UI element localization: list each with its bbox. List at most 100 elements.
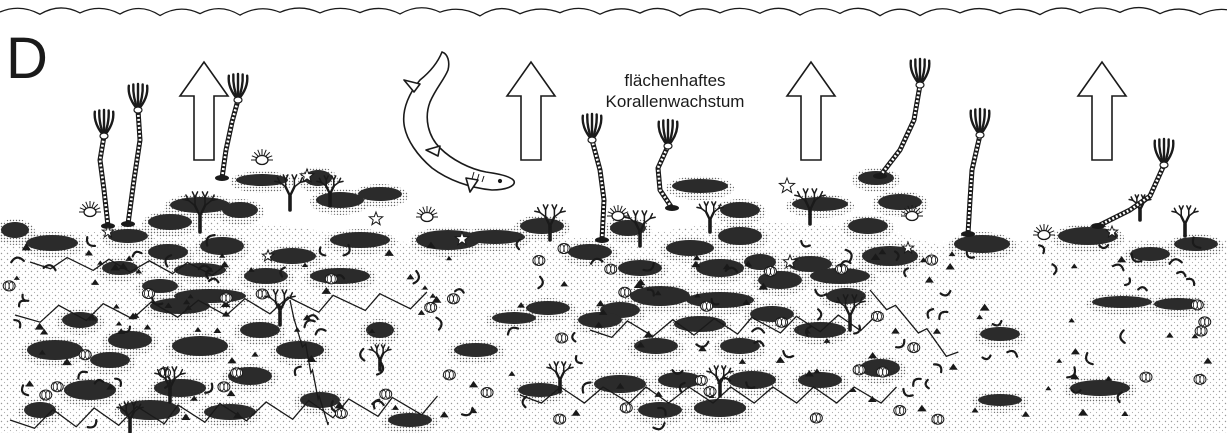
water-surface [0, 8, 1227, 16]
coral-rock [240, 322, 280, 338]
crinoid-stem-outline [658, 146, 672, 208]
debris-crinoid-ossicle [533, 256, 545, 266]
crinoid-calyx [588, 137, 596, 143]
crinoid-stem [880, 85, 920, 176]
crinoid-holdfast [873, 173, 887, 179]
debris-crinoid-ossicle [380, 389, 392, 399]
coral-rock [108, 331, 152, 349]
crinoid [658, 120, 679, 211]
coral-rock [638, 402, 682, 418]
coral-branch [290, 187, 294, 196]
debris-crinoid-ossicle [558, 244, 570, 254]
crinoid [961, 109, 989, 237]
coral-branch [714, 202, 716, 206]
urchin-spine [423, 207, 425, 213]
debris-crinoid-ossicle [619, 287, 631, 297]
urchin-spine [86, 202, 88, 208]
urchin-spine [614, 206, 616, 212]
sea-urchin [416, 206, 438, 222]
starfish [369, 212, 382, 225]
debris-crinoid-ossicle [325, 274, 337, 284]
debris-crinoid-ossicle [1191, 300, 1203, 310]
crinoid-holdfast [215, 175, 229, 181]
coral-rock [108, 229, 148, 243]
coral-rock [358, 187, 402, 201]
coral-branch [139, 407, 143, 408]
coral-branch [1194, 211, 1198, 212]
crinoid-crown [911, 59, 930, 88]
coral-rock [792, 197, 848, 211]
crinoid-calyx [664, 143, 672, 149]
urchin-spine [92, 202, 94, 208]
urchin-test [906, 212, 918, 221]
coral-rock [1, 222, 29, 238]
debris-crinoid-ossicle [704, 387, 716, 397]
coral-rock [154, 379, 206, 397]
urchin-spine [431, 209, 435, 213]
urchin-test [256, 156, 268, 165]
crinoid-calyx [234, 97, 242, 103]
coral-rock [236, 174, 288, 186]
coral-rock [794, 322, 846, 338]
coral-rock [316, 192, 364, 208]
growth-arrow [1078, 62, 1126, 160]
urchin-spine [1048, 227, 1052, 231]
crinoid [95, 110, 115, 229]
urchin-spine [258, 150, 260, 156]
debris-crinoid-ossicle [605, 264, 617, 274]
coral-rock [980, 327, 1020, 341]
debris-crinoid-ossicle [620, 403, 632, 413]
coral-branch [554, 212, 560, 217]
coral-branch [294, 182, 300, 187]
crinoid-stem [1098, 165, 1164, 226]
crinoid-holdfast [665, 205, 679, 211]
crinoid-calyx [1160, 162, 1168, 168]
debris-crinoid-ossicle [1140, 372, 1152, 382]
debris-crinoid-ossicle [556, 333, 568, 343]
coral-rock [672, 179, 728, 193]
coral-branch [554, 205, 556, 210]
coral-rock [978, 394, 1022, 406]
urchin-spine [620, 206, 622, 212]
debris-crinoid-ossicle [554, 414, 566, 424]
coral-branch [814, 189, 816, 194]
coral-rock [222, 202, 258, 218]
sea-urchin [251, 149, 273, 165]
debris-crinoid-ossicle [877, 367, 889, 377]
crinoid-holdfast [121, 221, 135, 227]
coral-rock [170, 197, 230, 213]
urchin-spine [1040, 225, 1042, 231]
coral-rock [618, 260, 662, 276]
debris-crinoid-ossicle [51, 382, 63, 392]
coral-branch [1181, 206, 1183, 210]
debris-crinoid-ossicle [701, 301, 713, 311]
crinoid-calyx [976, 132, 984, 138]
crinoid-stem-outline [880, 85, 920, 176]
urchin-spine [266, 152, 270, 156]
crinoid-crown [971, 109, 990, 138]
debris-crinoid-ossicle [143, 289, 155, 299]
coral-branch [636, 211, 638, 216]
debris-crinoid-ossicle [764, 266, 776, 276]
growth-arrow [787, 62, 835, 160]
urchin-spine [622, 208, 626, 212]
coral-branch [387, 349, 391, 350]
crinoid [583, 114, 609, 243]
crinoid-stem-outline [592, 140, 604, 240]
coral-rock [518, 383, 562, 397]
debris-crinoid-ossicle [894, 406, 906, 416]
debris-crinoid-ossicle [79, 350, 91, 360]
coral-rock [366, 322, 394, 338]
caption-line-2: Korallenwachstum [580, 91, 770, 112]
coral-rock [1174, 237, 1218, 251]
starfish [779, 178, 794, 193]
debris-crinoid-ossicle [3, 281, 15, 291]
coral-branch [1137, 195, 1139, 198]
coral-rock [954, 235, 1010, 253]
coral-rock [27, 340, 83, 360]
coral-branch [806, 189, 808, 194]
coral-branch [339, 181, 343, 182]
growth-arrow [180, 62, 228, 160]
coral-rock [172, 336, 228, 356]
